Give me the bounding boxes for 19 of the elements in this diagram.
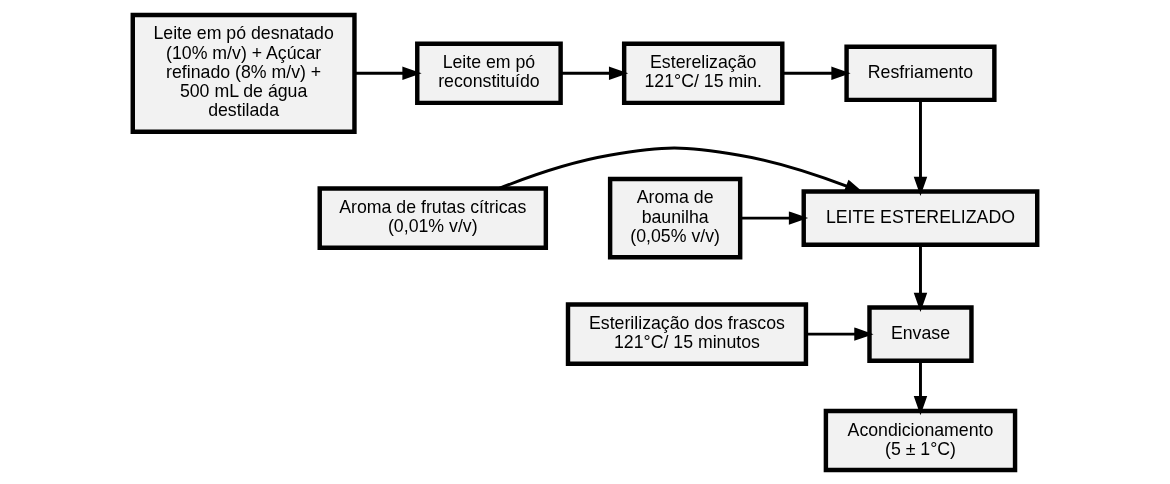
node-box: Esterelização 121°C/ 15 min. (621, 41, 785, 105)
node-box: LEITE ESTERELIZADO (801, 188, 1040, 247)
arrow (913, 244, 928, 312)
arrow (354, 66, 422, 80)
node-box: Acondicionamento (5 ± 1°C) (823, 408, 1018, 472)
arrow (740, 210, 809, 225)
arrow (782, 66, 851, 80)
node-box: Esterilização dos frascos 121°C/ 15 minutos (565, 301, 809, 366)
node-box: Leite em pó reconstituído (415, 41, 563, 105)
node-box: Resfriamento (844, 43, 997, 102)
arrow (913, 360, 928, 415)
node-box: Envase (867, 304, 974, 363)
arrow (560, 66, 629, 80)
arrow (913, 99, 928, 196)
node-box: Aroma de frutas cítricas (0,01% v/v) (317, 185, 549, 250)
node-box: Leite em pó desnatado (10% m/v) + Açúcar refinado (8% m/v) + 500 mL de água destilada (130, 12, 357, 134)
arrow (806, 326, 874, 341)
node-box: Aroma de baunilha (0,05% v/v) (607, 176, 743, 259)
arrow (498, 146, 864, 193)
